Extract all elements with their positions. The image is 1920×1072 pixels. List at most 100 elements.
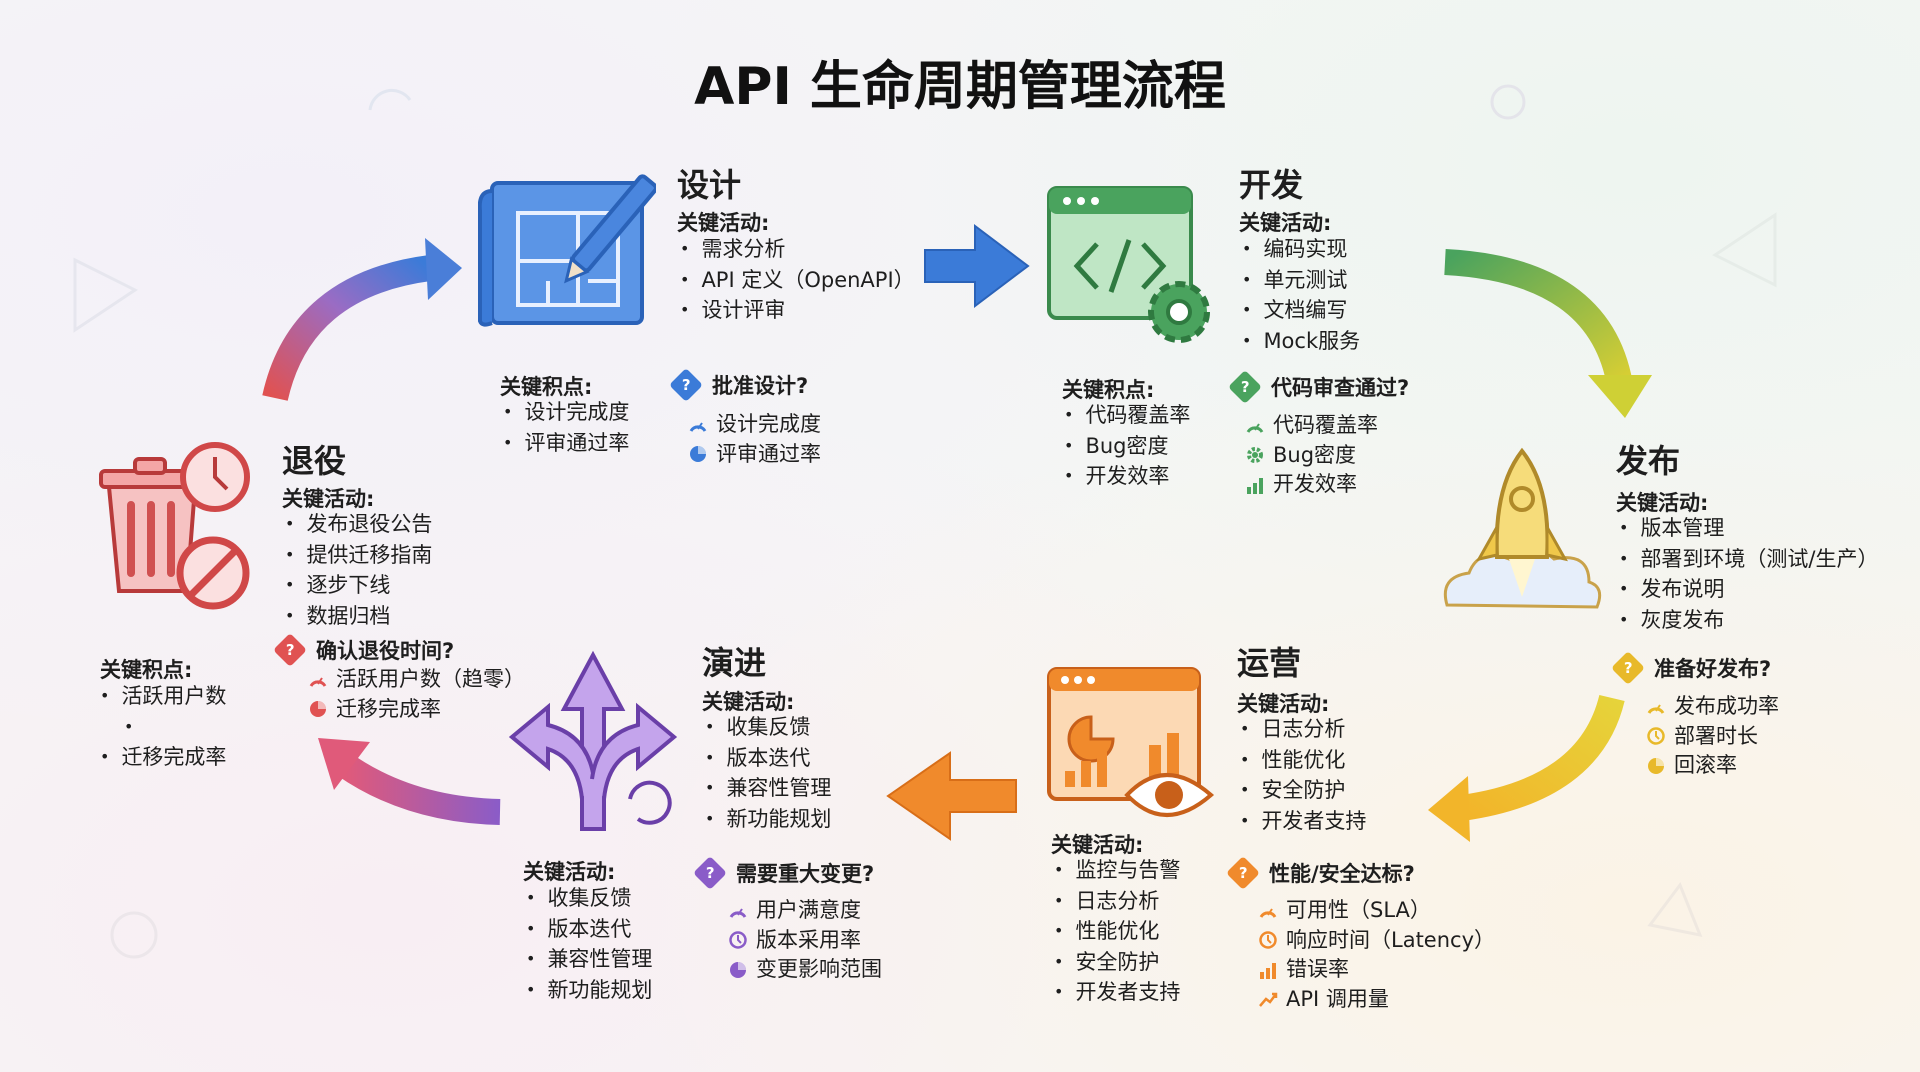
decision-metric-label: Bug密度 [1273, 442, 1357, 467]
pie-icon [1648, 757, 1664, 774]
list-item: 日志分析 [1054, 887, 1180, 918]
gauge-icon [729, 908, 747, 918]
release-activities-label: 关键活动: [1616, 491, 1709, 515]
decision-metric: Bug密度 [1245, 441, 1378, 471]
list-item: Bug密度 [1064, 432, 1190, 463]
arrow-operate-to-evolve [886, 751, 1017, 841]
design-decision: ?批准设计? [668, 368, 808, 402]
design-activities-label: 关键活动: [677, 211, 770, 235]
decision-metric-label: 版本采用率 [756, 927, 861, 952]
develop-decision: ? 代码审查通过? [1227, 370, 1410, 404]
list-item: 监控与告警 [1054, 856, 1180, 887]
question-diamond-icon: ? [1228, 370, 1262, 404]
list-item: Mock服务 [1242, 327, 1360, 358]
list-item: 活跃用户数 [100, 682, 226, 713]
decision-metric: 可用性（SLA） [1258, 896, 1495, 926]
decision-metric-label: 活跃用户数（趋零） [336, 667, 525, 691]
rocket-icon [1443, 447, 1602, 609]
list-item: 收集反馈 [526, 884, 652, 915]
list-item: 版本迭代 [705, 744, 831, 775]
release-decision-metrics: 发布成功率部署时长回滚率 [1646, 692, 1779, 781]
retire-title: 退役 [282, 442, 347, 480]
decision-metric: 响应时间（Latency） [1258, 926, 1495, 956]
design-title: 设计 [677, 166, 742, 204]
release-activities-list: 版本管理部署到环境（测试/生产）发布说明灰度发布 [1619, 514, 1879, 637]
list-item: 数据归档 [285, 602, 432, 633]
decision-metric: 迁移完成率 [308, 695, 525, 725]
operate-title: 运营 [1237, 644, 1302, 682]
clock-icon [729, 931, 747, 949]
evolve-decision-label: 需要重大变更? [736, 862, 875, 886]
decision-metric-label: 可用性（SLA） [1286, 898, 1431, 922]
decision-metric: 部署时长 [1646, 722, 1779, 752]
list-item: API 定义（OpenAPI） [680, 266, 914, 297]
decision-metric: 设计完成度 [688, 410, 821, 440]
list-item: 日志分析 [1240, 715, 1366, 746]
list-item: 单元测试 [1242, 266, 1360, 297]
bar-chart-icon [1260, 962, 1276, 979]
page-title: API 生命周期管理流程 [694, 57, 1226, 117]
operate-activities-label: 关键活动: [1237, 692, 1330, 716]
develop-activities-list: 编码实现单元测试文档编写Mock服务 [1242, 235, 1360, 357]
gauge-icon [1259, 908, 1277, 918]
decision-metric-label: 代码覆盖率 [1273, 413, 1378, 437]
decision-metric-label: API 调用量 [1286, 986, 1389, 1011]
list-item: 开发者支持 [1240, 807, 1366, 838]
retire-decision-label: 确认退役时间? [316, 639, 455, 663]
analytics-dashboard-icon [1047, 667, 1215, 817]
evolve-activities-list: 收集反馈版本迭代兼容性管理新功能规划 [705, 713, 831, 835]
list-item: 部署到环境（测试/生产） [1619, 545, 1878, 576]
retire-trash-icon [99, 442, 250, 610]
develop-decision-label: 代码审查通过? [1271, 376, 1410, 400]
operate-decision-metrics: 可用性（SLA） 响应时间（Latency） 错误率 API 调用量 [1258, 896, 1495, 1014]
list-item: 编码实现 [1242, 235, 1360, 266]
decision-metric-label: 响应时间（Latency） [1286, 927, 1496, 952]
develop-activities-label: 关键活动: [1239, 211, 1332, 235]
list-item: 新功能规划 [526, 976, 652, 1007]
trend-icon [1259, 993, 1278, 1008]
blueprint-icon [478, 174, 656, 327]
design-metrics-label: 关键积点: [500, 375, 593, 399]
list-item: 文档编写 [1242, 296, 1360, 327]
evolve-activities-label: 关键活动: [702, 690, 795, 714]
arrow-develop-to-release [1444, 249, 1652, 418]
decision-metric-label: 回滚率 [1674, 753, 1737, 777]
arrow-retire-to-design [262, 238, 462, 402]
evolve-activities2-list: 收集反馈版本迭代兼容性管理新功能规划 [526, 884, 652, 1006]
gauge-icon [1647, 704, 1665, 714]
question-diamond-icon: ? [273, 633, 307, 667]
decision-metric-label: 评审通过率 [716, 441, 821, 466]
gauge-icon [1246, 423, 1264, 433]
evolve-decision-metrics: 用户满意度版本采用率变更影响范围 [728, 896, 882, 985]
evolve-title: 演进 [702, 644, 767, 682]
arrow-release-to-operate [1428, 694, 1625, 842]
pie-icon [690, 446, 706, 463]
decision-metric-label: 错误率 [1286, 957, 1349, 981]
decision-metric: 变更影响范围 [728, 955, 882, 985]
gauge-icon [689, 422, 707, 432]
list-item: 兼容性管理 [705, 774, 831, 805]
retire-activities-list: 发布退役公告提供迁移指南逐步下线数据归档 [285, 510, 432, 632]
decision-metric: 回滚率 [1646, 751, 1779, 781]
decision-metric-label: 变更影响范围 [756, 957, 882, 981]
gauge-icon [309, 677, 327, 687]
decision-metric: 错误率 [1258, 955, 1495, 985]
list-item: 灰度发布 [1619, 606, 1879, 637]
retire-metrics-label: 关键积点: [100, 658, 193, 682]
list-item: 性能优化 [1054, 917, 1180, 948]
list-item: 设计评审 [680, 296, 915, 327]
list-item: 设计完成度 [503, 398, 629, 429]
decision-metric: 发布成功率 [1646, 692, 1779, 722]
retire-metrics-list: 活跃用户数迁移完成率 [100, 682, 226, 774]
operate-activities2-list: 监控与告警日志分析性能优化安全防护开发者支持 [1054, 856, 1180, 1009]
list-item: 性能优化 [1240, 746, 1366, 777]
design-activities-list: 需求分析API 定义（OpenAPI）设计评审 [680, 235, 915, 327]
retire-activities-label: 关键活动: [282, 487, 375, 511]
list-item: 迁移完成率 [100, 743, 226, 774]
question-diamond-icon: ? [1611, 651, 1645, 685]
list-item: 逐步下线 [285, 571, 432, 602]
